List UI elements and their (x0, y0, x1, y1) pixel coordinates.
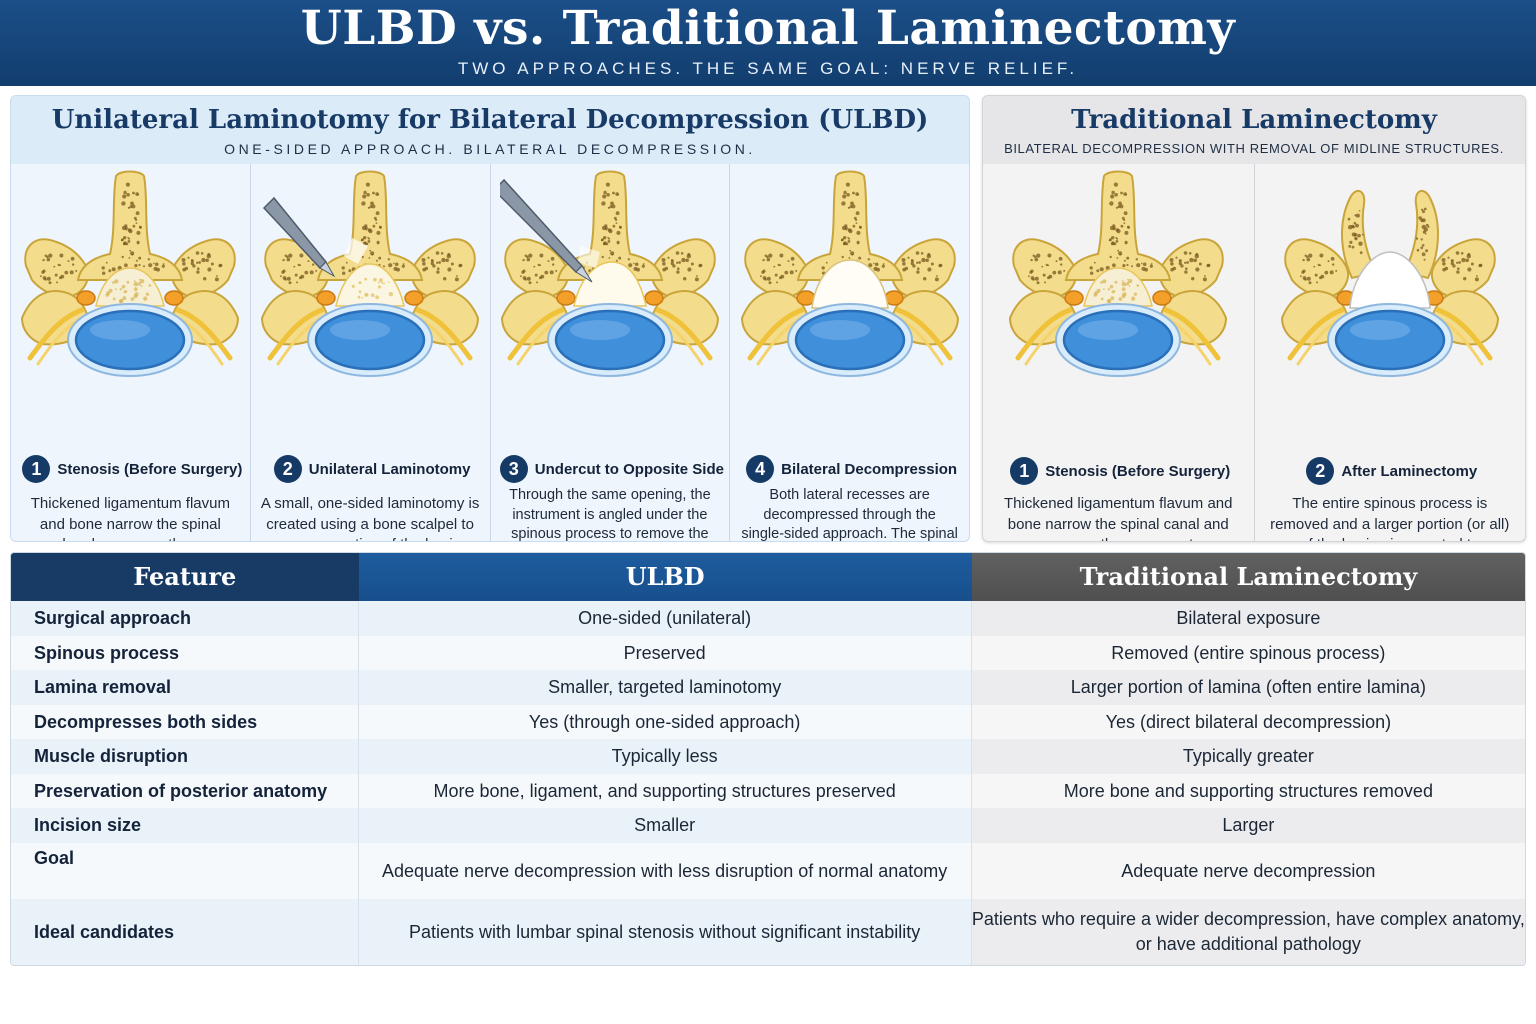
traditional-cell: Adequate nerve decompression (971, 843, 1525, 899)
step-description: Thickened ligamentum flavum and bone nar… (1004, 495, 1233, 541)
feature-cell: Spinous process (11, 636, 359, 670)
ulbd-panel-subtitle: ONE-SIDED APPROACH. BILATERAL DECOMPRESS… (224, 141, 756, 157)
step-number-badge: 2 (273, 455, 302, 483)
step-number-badge: 2 (1306, 457, 1335, 485)
bone-scalpel-icon (499, 178, 593, 283)
feature-cell: Decompresses both sides (11, 705, 359, 739)
traditional-panel: Traditional Laminectomy BILATERAL DECOMP… (982, 95, 1526, 542)
feature-cell: Lamina removal (11, 670, 359, 705)
vertebra-decompressed-illustration (740, 170, 959, 377)
traditional-cell: Larger (971, 808, 1525, 843)
comparison-table: Feature ULBD Traditional Laminectomy Sur… (10, 552, 1526, 966)
step-description: A small, one-sided laminotomy is created… (260, 495, 480, 541)
step-number-badge: 1 (22, 455, 51, 483)
step-title: After Laminectomy (1341, 462, 1478, 480)
ulbd-cell: Smaller (358, 808, 972, 843)
feature-cell: Ideal candidates (11, 899, 359, 965)
step-title: Stenosis (Before Surgery) (57, 460, 243, 478)
traditional-step-2: 2 After Laminectomy The entire spinous p… (1253, 164, 1526, 541)
vertebra-laminectomy-illustration (1280, 189, 1499, 377)
ulbd-cell: Adequate nerve decompression with less d… (358, 843, 972, 899)
vertebra-laminotomy-illustration (261, 170, 480, 377)
step-description: Through the same opening, the instrument… (509, 487, 711, 542)
ulbd-step-2: 2 Unilateral Laminotomy A small, one-sid… (249, 164, 490, 541)
ulbd-cell: Preserved (358, 636, 972, 670)
table-header-feature: Feature (11, 553, 359, 601)
traditional-cell: Removed (entire spinous process) (971, 636, 1525, 670)
feature-cell: Surgical approach (11, 601, 359, 636)
traditional-step-1: 1 Stenosis (Before Surgery) Thickened li… (983, 164, 1254, 541)
ulbd-cell: One-sided (unilateral) (358, 601, 972, 636)
traditional-cell: Larger portion of lamina (often entire l… (971, 670, 1525, 705)
feature-cell: Goal (11, 843, 359, 899)
feature-cell: Preservation of posterior anatomy (11, 774, 359, 808)
traditional-cell: Patients who require a wider decompressi… (971, 899, 1525, 965)
step-title: Undercut to Opposite Side (534, 460, 724, 478)
ulbd-cell: Yes (through one-sided approach) (358, 705, 972, 739)
table-header-traditional: Traditional Laminectomy (971, 553, 1525, 601)
step-title: Unilateral Laminotomy (308, 460, 471, 478)
feature-cell: Muscle disruption (11, 739, 359, 774)
ulbd-step-1: 1 Stenosis (Before Surgery) Thickened li… (11, 164, 250, 541)
traditional-panel-header: Traditional Laminectomy BILATERAL DECOMP… (983, 96, 1525, 164)
vertebra-stenosis-illustration (1009, 170, 1228, 377)
ulbd-panel: Unilateral Laminotomy for Bilateral Deco… (10, 95, 970, 542)
traditional-panel-title: Traditional Laminectomy (1071, 105, 1437, 135)
step-number-badge: 4 (746, 455, 775, 483)
step-description: The entire spinous process is removed an… (1270, 495, 1510, 541)
page-subtitle: TWO APPROACHES. THE SAME GOAL: NERVE REL… (457, 59, 1079, 78)
ulbd-step-3: 3 Undercut to Opposite Side Through the … (489, 164, 730, 542)
ulbd-panel-title: Unilateral Laminotomy for Bilateral Deco… (51, 105, 929, 135)
page-title: ULBD vs. Traditional Laminectomy (300, 1, 1236, 56)
step-description: Both lateral recesses are decompressed t… (741, 487, 958, 542)
ulbd-cell: Typically less (358, 739, 972, 774)
header-banner: ULBD vs. Traditional Laminectomy TWO APP… (0, 0, 1536, 86)
feature-cell: Incision size (11, 808, 359, 843)
traditional-cell: Yes (direct bilateral decompression) (971, 705, 1525, 739)
step-description: Thickened ligamentum flavum and bone nar… (30, 495, 231, 541)
ulbd-panel-header: Unilateral Laminotomy for Bilateral Deco… (11, 96, 969, 164)
traditional-cell: Typically greater (971, 739, 1525, 774)
table-header-ulbd: ULBD (358, 553, 972, 601)
traditional-cell: More bone and supporting structures remo… (971, 774, 1525, 808)
ulbd-step-4: 4 Bilateral Decompression Both lateral r… (729, 164, 969, 541)
vertebra-stenosis-illustration (21, 170, 240, 377)
traditional-panel-subtitle: BILATERAL DECOMPRESSION WITH REMOVAL OF … (1004, 141, 1504, 156)
vertebra-undercut-illustration (499, 170, 719, 377)
step-title: Bilateral Decompression (781, 460, 958, 478)
ulbd-cell: Patients with lumbar spinal stenosis wit… (358, 899, 972, 965)
ulbd-cell: More bone, ligament, and supporting stru… (358, 774, 972, 808)
bone-scalpel-icon (263, 196, 336, 278)
ulbd-cell: Smaller, targeted laminotomy (358, 670, 972, 705)
step-number-badge: 3 (499, 455, 528, 483)
traditional-cell: Bilateral exposure (971, 601, 1525, 636)
step-number-badge: 1 (1010, 457, 1039, 485)
table-header-row: Feature ULBD Traditional Laminectomy (11, 553, 1525, 601)
step-title: Stenosis (Before Surgery) (1045, 462, 1231, 480)
